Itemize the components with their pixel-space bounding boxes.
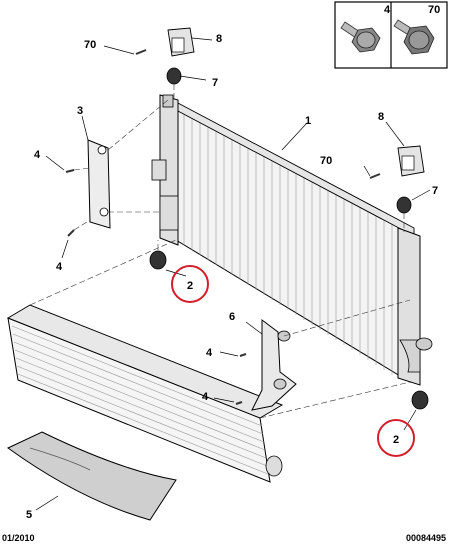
callout-6: 6 [229,311,235,323]
radiator [151,94,433,386]
fastener-legend: 4 70 [334,1,448,69]
top-mount-assembly [135,27,195,85]
intercooler [6,304,284,483]
rubber-mount-right [411,390,429,410]
callout-2-left: 2 [187,280,193,292]
callout-4-upper-left: 4 [34,149,41,161]
rubber-mount-left [149,250,167,270]
callout-1: 1 [305,115,311,127]
callout-70-right: 70 [320,155,332,167]
footer-date: 01/2010 [2,533,35,543]
footer-reference: 00084495 [405,533,446,543]
right-mount-assembly [369,145,425,214]
highlight-right: 2 [377,419,415,457]
legend-label-4: 4 [384,4,391,16]
highlight-left: 2 [171,265,209,303]
callout-5: 5 [26,509,32,521]
radiator-fins [183,112,401,379]
callout-4-lower-left: 4 [56,261,63,273]
callout-3: 3 [77,105,83,117]
bolt-type-4-icon [340,21,381,53]
callout-8-right: 8 [378,111,384,123]
callout-4-middle-lower: 4 [202,391,209,403]
bolts [65,169,247,405]
callout-70-top: 70 [84,39,96,51]
legend-label-70: 70 [428,4,440,16]
right-deflector [251,319,297,411]
callout-2-right: 2 [393,434,399,446]
callout-4-middle-upper: 4 [206,347,213,359]
bolt-type-70-icon [393,19,435,55]
assembly-lines [29,84,411,419]
callout-7-right: 7 [432,185,438,197]
callout-8-top: 8 [216,33,222,45]
callout-7-top: 7 [212,77,218,89]
left-bracket [87,139,111,229]
foam-pad [7,431,177,521]
